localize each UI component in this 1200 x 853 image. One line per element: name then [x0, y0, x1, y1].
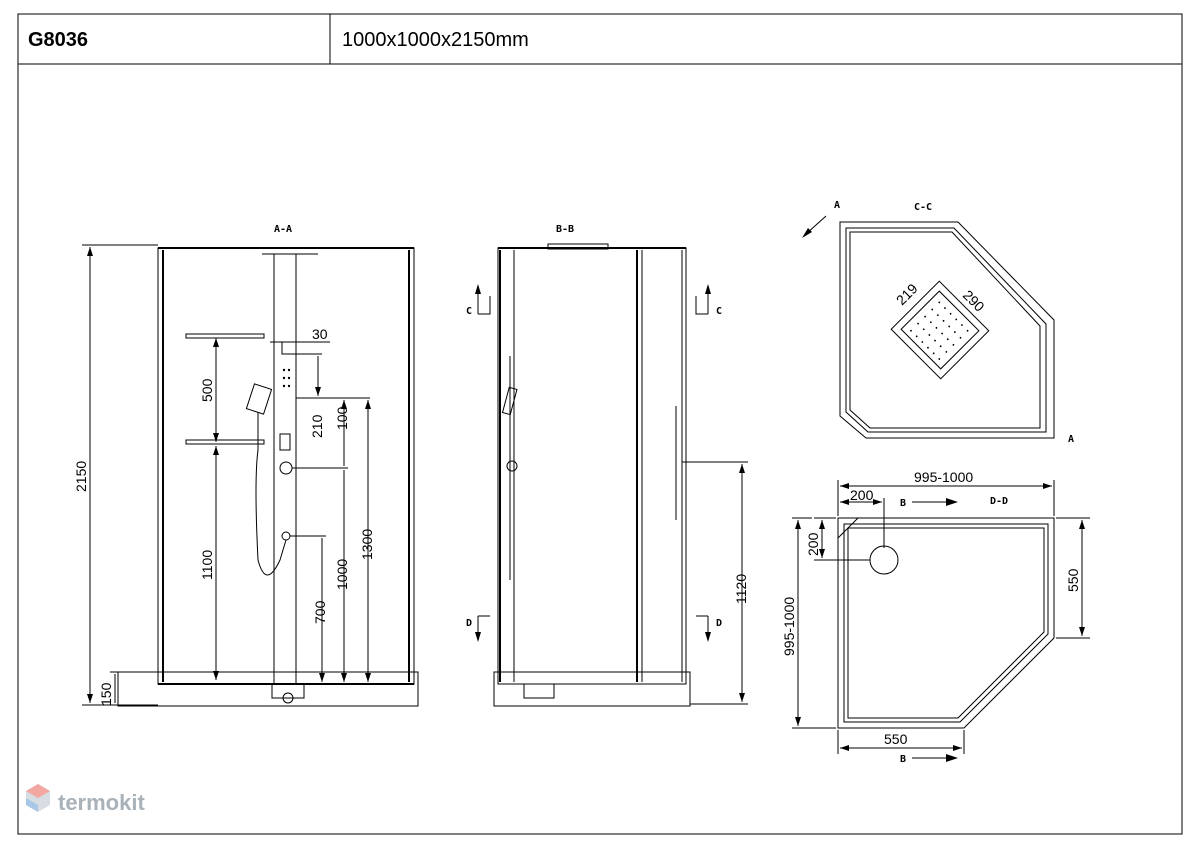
dim-550-bottom: 550: [884, 731, 908, 747]
dim-550-right: 550: [1065, 568, 1081, 592]
body-jets: [282, 368, 291, 388]
section-mark-c-left: C: [466, 306, 472, 317]
dim-30: 30: [312, 326, 328, 342]
dim-995-1000-top: 995-1000: [914, 469, 973, 485]
section-label-dd: D-D: [990, 496, 1008, 507]
section-mark-b-bottom: B: [900, 754, 906, 765]
overall-size: 1000x1000x2150mm: [342, 29, 529, 51]
dim-100: 100: [334, 406, 350, 430]
dim-1100: 1100: [199, 550, 215, 580]
dim-500: 500: [199, 378, 215, 402]
watermark-text: termokit: [58, 790, 145, 815]
dim-1120: 1120: [733, 574, 749, 604]
section-mark-a-bottom: A: [1068, 434, 1074, 445]
section-mark-d-left: D: [466, 618, 472, 629]
dim-210: 210: [309, 414, 325, 438]
dim-995-1000-left: 995-1000: [781, 597, 797, 656]
section-label-bb: B-B: [556, 224, 574, 235]
section-mark-c-right: C: [716, 306, 722, 317]
section-label-aa: A-A: [274, 224, 292, 235]
model-code: G8036: [28, 29, 88, 51]
view-section-b-b: B-B 1120 C C D: [466, 224, 749, 707]
section-mark-d-right: D: [716, 618, 722, 629]
section-mark-a-top: A: [834, 200, 840, 211]
dim-290: 290: [960, 287, 988, 315]
dim-1300: 1300: [359, 529, 375, 560]
view-section-c-c: C-C 219 290 A A: [802, 200, 1074, 445]
dim-2150: 2150: [73, 461, 89, 492]
section-label-cc: C-C: [914, 202, 932, 213]
dim-200-vertical: 200: [805, 532, 821, 556]
dim-150: 150: [98, 682, 114, 706]
dim-200-horizontal: 200: [850, 487, 874, 503]
title-block: G8036 1000x1000x2150mm: [17, 13, 1183, 835]
dim-700: 700: [312, 600, 328, 624]
dim-1000: 1000: [334, 559, 350, 590]
watermark: termokit: [26, 784, 145, 815]
section-mark-b-top: B: [900, 498, 906, 509]
view-section-a-a: A-A 2150 150 500 1100: [73, 224, 419, 707]
view-section-d-d: D-D 995-1000 200 B 200: [781, 469, 1090, 765]
rain-shower-head: [890, 280, 990, 380]
